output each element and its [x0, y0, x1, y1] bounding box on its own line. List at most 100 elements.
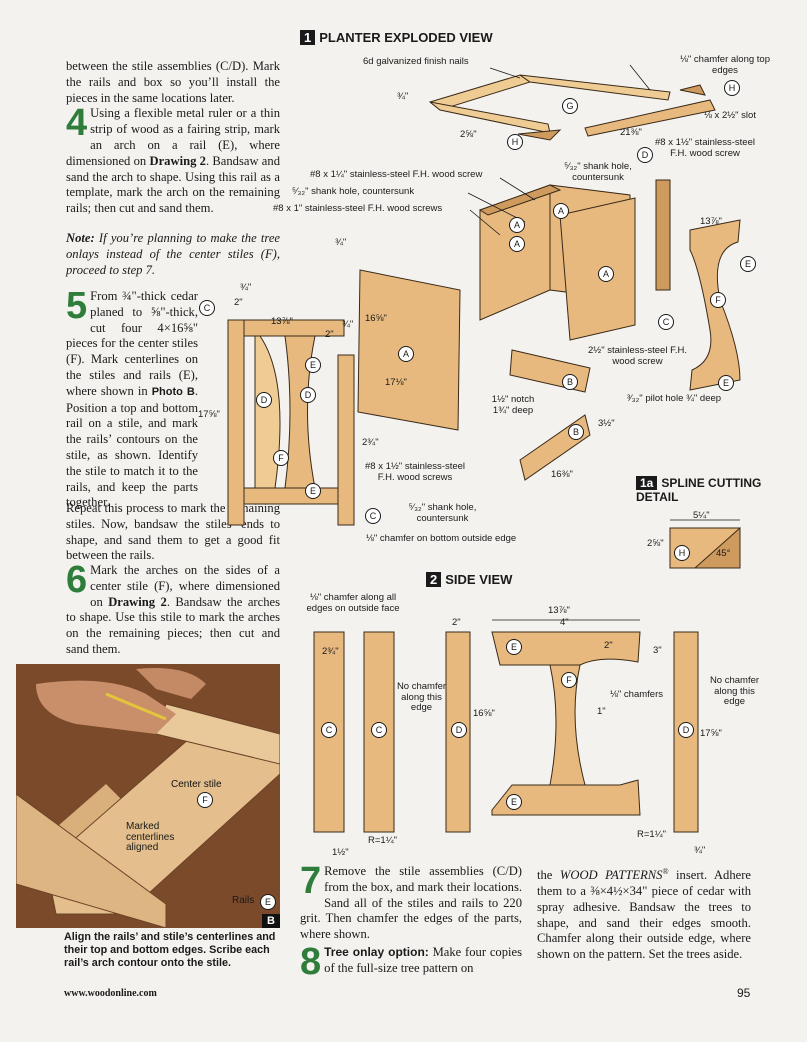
stile-c: [227, 319, 245, 526]
label-dim-312: 3½": [598, 418, 615, 429]
callout-c-1: C: [658, 314, 674, 330]
spline-angle: 45°: [716, 548, 731, 559]
top-rail-left: [429, 101, 551, 134]
box-panel-right: [559, 197, 636, 341]
center-stile: [549, 664, 586, 786]
callout-h-spline: H: [674, 545, 690, 561]
radius-right: R=1¼": [637, 829, 666, 840]
callout-a-4: A: [598, 266, 614, 282]
spline-dim-width: 5¼": [693, 510, 710, 521]
label-dim-34c: ¾": [240, 282, 252, 293]
dim-4: 4": [560, 617, 569, 628]
callout-c-2: C: [199, 300, 215, 316]
callout-f-2: F: [273, 450, 289, 466]
spline-detail-drawing: [669, 519, 741, 569]
callout-h-mid: H: [507, 134, 523, 150]
callout-g: G: [562, 98, 578, 114]
left-column-top: between the stile assemblies (C/D). Mark…: [66, 59, 280, 278]
callout-e-3: E: [305, 357, 321, 373]
callout-a-3: A: [509, 236, 525, 252]
label-dim-2b: 2": [325, 329, 334, 340]
radius-left: R=1¼": [368, 835, 397, 846]
dim-3: 3": [653, 645, 662, 656]
note: Note: If you’re planning to make the tre…: [66, 230, 280, 277]
drawing-ref: Drawing 2: [108, 594, 167, 609]
callout-e-side-2: E: [506, 794, 522, 810]
label-notch: 1½" notch 1¾" deep: [491, 394, 535, 416]
callout-b-2: B: [568, 424, 584, 440]
stile-d2: [337, 354, 355, 526]
step-number: 6: [66, 559, 88, 601]
label-21-3-8: 21⅜": [620, 127, 642, 138]
label-three-quarter-b: ¾": [335, 237, 347, 248]
dim-17-5-8: 17⅝": [700, 728, 722, 739]
rail-b-top: [509, 349, 591, 393]
label-dim-234: 2¾": [362, 437, 379, 448]
label-dim-34d: ¾": [342, 319, 354, 330]
step-5-cont: Repeat this process to mark the remainin…: [66, 501, 280, 563]
step-number: 7: [300, 860, 322, 902]
footer-url[interactable]: www.woodonline.com: [64, 988, 157, 999]
label-dim-166: 16⅝": [365, 313, 387, 324]
bottom-right-column: the WOOD PATTERNS® insert. Adhere them t…: [537, 867, 751, 962]
step-number: 5: [66, 285, 88, 327]
spline-dim-height: 2⅝": [647, 538, 664, 549]
label-screw-a: #8 x 1½" stainless-steel F.H. wood screw: [654, 137, 755, 159]
dim-16-5-8: 16⅝": [473, 708, 495, 719]
dim-2b: 2": [604, 640, 613, 651]
callout-e-1: E: [740, 256, 756, 272]
callout-d-2: D: [300, 387, 316, 403]
label-dim-2a: 2": [234, 297, 243, 308]
callout-a-5: A: [398, 346, 414, 362]
label-chamfer-top: ⅛" chamfer along top edges: [680, 54, 770, 76]
top-rail-right: [584, 99, 716, 137]
callout-c-3: C: [365, 508, 381, 524]
label-finish-nails: 6d galvanized finish nails: [363, 56, 469, 67]
callout-d-side-2: D: [678, 722, 694, 738]
label-dim-175: 17⅝": [198, 409, 220, 420]
label-three-quarter-a: ¾": [397, 91, 409, 102]
label-screw-1: #8 x 1" stainless-steel F.H. wood screws: [273, 203, 443, 214]
callout-b-1: B: [562, 374, 578, 390]
photo-ref: Photo B: [151, 385, 195, 398]
label-screw-b: #8 x 1½" stainless-steel F.H. wood screw…: [365, 461, 466, 483]
label-dim-1378: 13⅞": [271, 316, 293, 327]
photo-b: Center stile F Marked centerlines aligne…: [16, 664, 280, 928]
callout-a-1: A: [553, 203, 569, 219]
label-dim-163: 16⅜": [551, 469, 573, 480]
label-pilot: ³⁄₃₂" pilot hole ¾" deep: [627, 393, 722, 404]
page-number: 95: [737, 986, 751, 1000]
callout-f-1: F: [710, 292, 726, 308]
dim-1: 1": [597, 706, 606, 717]
callout-f-side: F: [561, 672, 577, 688]
figure-number: 2: [426, 572, 442, 587]
label-dim-171: 17⅛": [385, 377, 407, 388]
side-view-drawing: [313, 619, 699, 833]
photo-badge: B: [262, 914, 280, 928]
callout-d-top: D: [637, 147, 653, 163]
label-dim-1378b: 13⅞": [700, 216, 722, 227]
label-shank-csk2: ⁵⁄₃₂" shank hole, countersunk: [292, 186, 415, 197]
dim-13-7-8: 13⅞": [548, 605, 570, 616]
label-shank-csk: ⁵⁄₃₂" shank hole, countersunk: [564, 161, 632, 183]
label-marked-centerlines: Marked centerlines aligned: [126, 821, 175, 853]
callout-e-4: E: [305, 483, 321, 499]
callout-c-side-2: C: [371, 722, 387, 738]
paragraph-intro: between the stile assemblies (C/D). Mark…: [66, 59, 280, 105]
stile-d: [655, 179, 671, 291]
label-chamfer-all: ⅛" chamfer along all edges on outside fa…: [306, 592, 400, 614]
no-chamfer-left: No chamfer along this edge: [396, 681, 447, 713]
step-number: 4: [66, 102, 88, 145]
label-screw-1-25: #8 x 1¼" stainless-steel F.H. wood screw: [310, 169, 483, 180]
photo-caption: Align the rails’ and stile’s centerlines…: [64, 931, 276, 969]
dim-3-4: ¾": [694, 845, 706, 856]
dim-2-3-4: 2¾": [322, 646, 339, 657]
dim-2a: 2": [452, 617, 461, 628]
dim-1-1-2: 1½": [332, 847, 349, 858]
label-center-stile: Center stile: [171, 779, 222, 790]
